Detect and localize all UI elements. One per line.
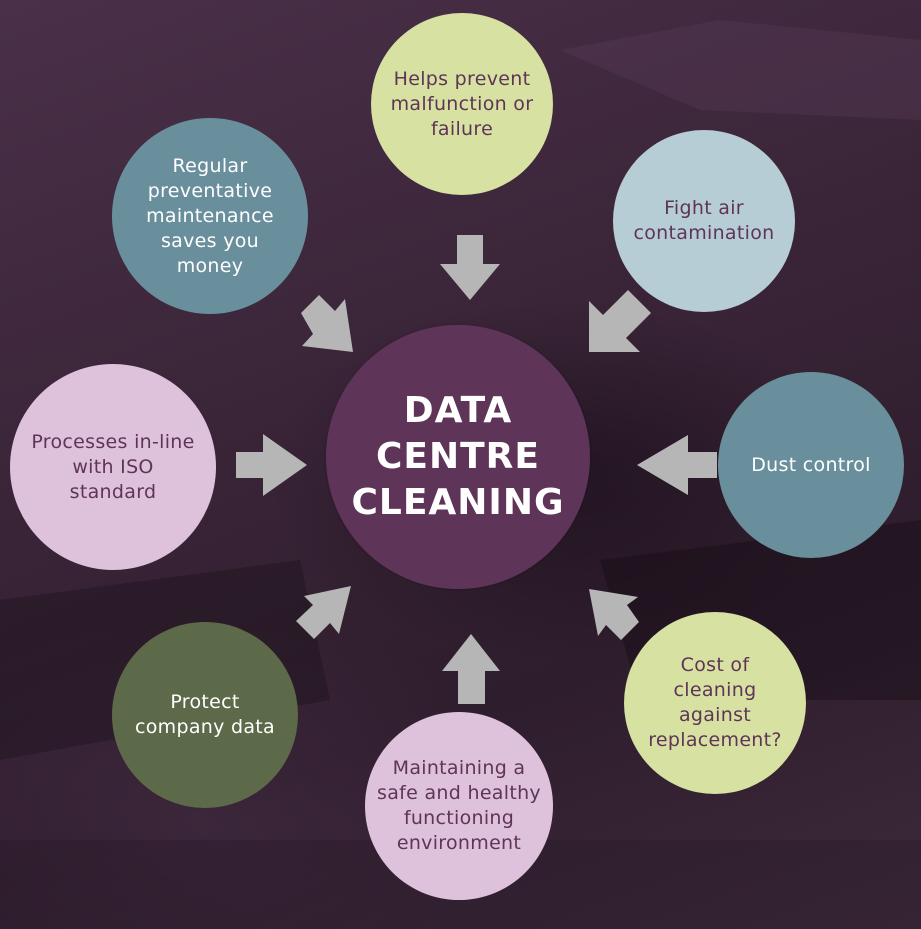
node-bottom-right: Cost of cleaning against replacement? (624, 612, 806, 794)
node-bottom-right-label: Cost of cleaning against replacement? (648, 654, 782, 751)
node-bottom: Maintaining a safe and healthy functioni… (365, 712, 553, 900)
node-top-left-label: Regular preventative maintenance saves y… (146, 154, 274, 277)
center-node-label: DATA CENTRE CLEANING (351, 390, 565, 523)
node-right-label: Dust control (751, 453, 871, 476)
node-top-label: Helps prevent malfunction or failure (390, 67, 534, 140)
node-top: Helps prevent malfunction or failure (371, 13, 553, 195)
arrow-top (440, 235, 500, 300)
node-top-right-label: Fight air contamination (633, 197, 775, 244)
node-bottom-label: Maintaining a safe and healthy functioni… (377, 757, 541, 854)
center-node: DATA CENTRE CLEANING (326, 325, 590, 589)
arrow-right (637, 435, 717, 495)
node-top-right: Fight air contamination (613, 130, 795, 312)
node-left-label: Processes in-line with ISO standard (31, 430, 195, 503)
arrow-left (236, 434, 307, 496)
node-top-left: Regular preventative maintenance saves y… (112, 118, 308, 314)
arrow-top-right (589, 290, 651, 352)
node-bottom-left-label: Protect company data (134, 691, 275, 738)
arrow-bottom-right (589, 589, 639, 640)
arrow-bottom (442, 634, 500, 704)
arrow-bottom-left (296, 586, 351, 639)
arrow-top-left (301, 295, 353, 352)
node-left: Processes in-line with ISO standard (10, 364, 216, 570)
node-bottom-left: Protect company data (112, 622, 298, 808)
node-right: Dust control (718, 372, 904, 558)
